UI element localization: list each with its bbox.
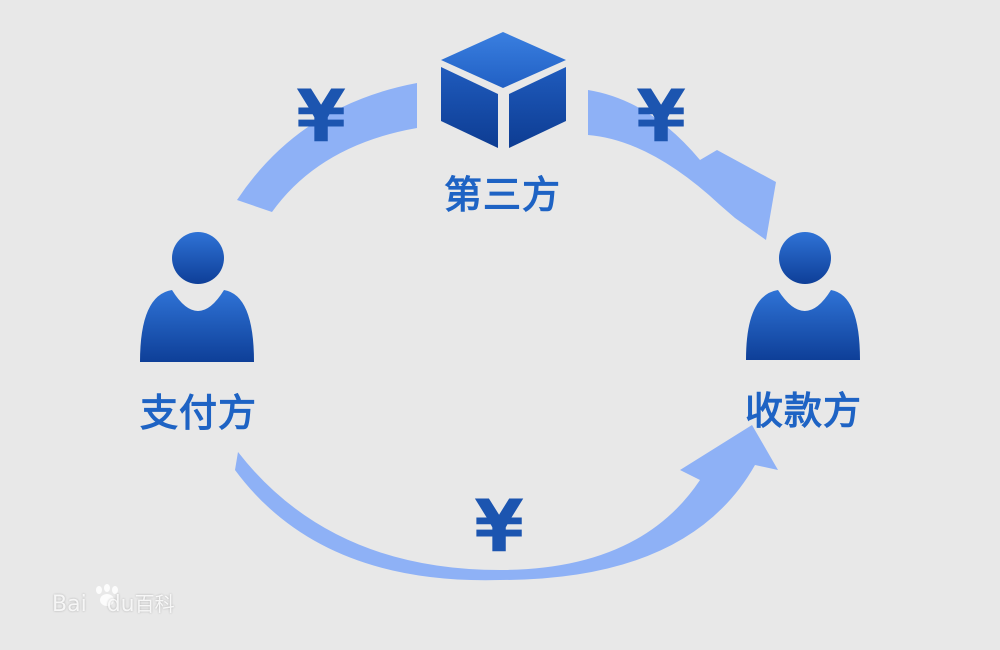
yen-symbol-third-party-to-payee: ¥ [636,74,687,158]
box-icon [441,32,566,148]
person-icon [140,232,254,362]
payee-label: 收款方 [745,389,863,433]
yen-symbol-payer-to-payee: ¥ [474,484,525,568]
watermark-brand-latin: Bai [52,592,87,617]
flow-arrow-third-party-to-payee [588,90,776,240]
watermark-brand-cn: 百科 [134,592,175,616]
third-party-label: 第三方 [444,173,562,217]
payer-label: 支付方 [140,391,258,435]
flow-arrow-payer-to-third-party [237,83,417,212]
yen-symbol-payer-to-third-party: ¥ [296,74,347,158]
watermark-brand-latin-2: du [106,592,135,617]
baidu-paw-icon [96,584,118,606]
person-icon [746,232,860,360]
flow-arrow-payer-to-payee [235,425,778,581]
